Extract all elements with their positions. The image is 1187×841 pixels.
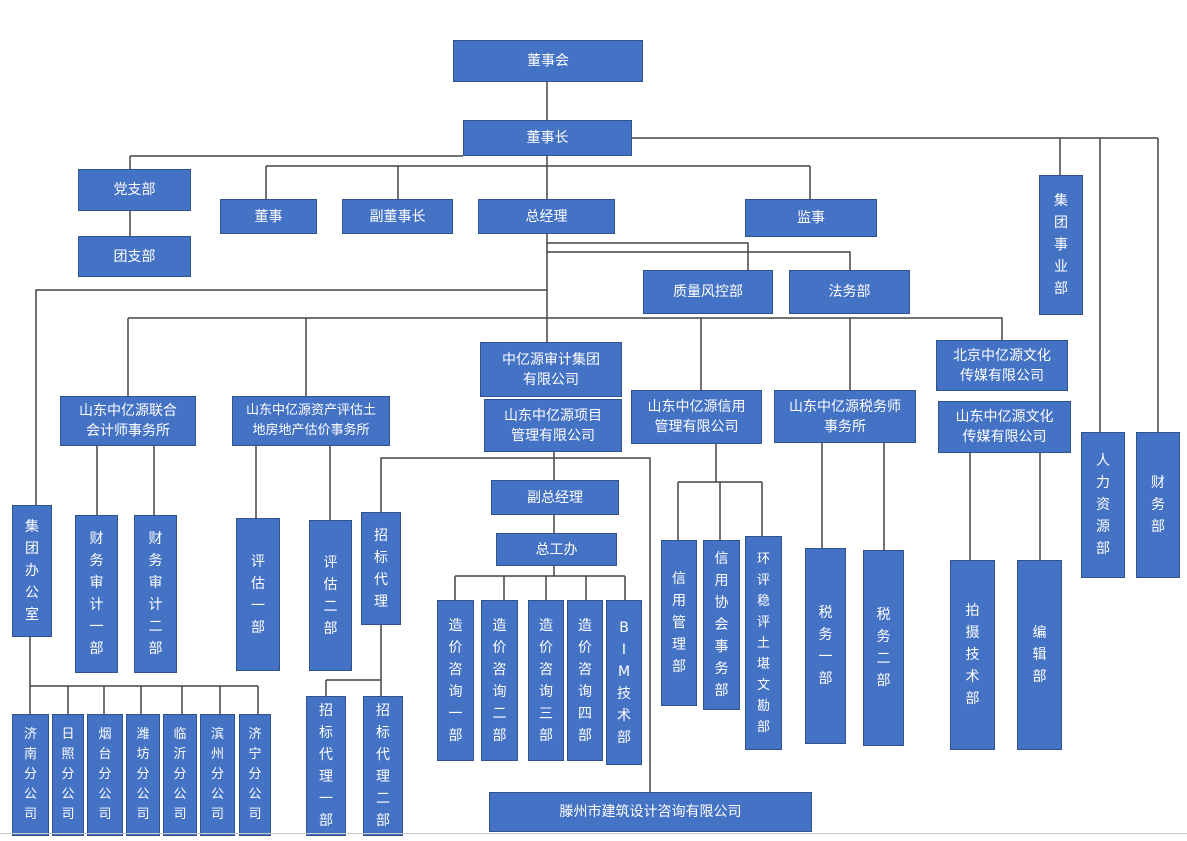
cost-consulting-2-node: 造 价 咨 询 二 部 bbox=[481, 600, 518, 761]
audit-dept-1-node: 财 务 审 计 一 部 bbox=[75, 515, 118, 673]
evaluation-dept-2-node: 评 估 二 部 bbox=[309, 520, 352, 671]
tengzhou-design-company-node: 滕州市建筑设计咨询有限公司 bbox=[489, 792, 812, 832]
group-business-dept-node: 集 团 事 业 部 bbox=[1039, 175, 1083, 315]
cost-consulting-3-node: 造 价 咨 询 三 部 bbox=[528, 600, 564, 761]
cost-consulting-1-node: 造 价 咨 询 一 部 bbox=[437, 600, 474, 761]
bidding-agency-1-node: 招 标 代 理 一 部 bbox=[306, 696, 346, 836]
editing-dept-node: 编 辑 部 bbox=[1017, 560, 1062, 750]
vice-gm-node: 副总经理 bbox=[491, 480, 619, 515]
shandong-media-node: 山东中亿源文化 传媒有限公司 bbox=[938, 401, 1071, 453]
audit-group-node: 中亿源审计集团 有限公司 bbox=[480, 342, 622, 397]
board-node: 董事会 bbox=[453, 40, 643, 82]
tax-firm-node: 山东中亿源税务师 事务所 bbox=[774, 390, 916, 443]
binzhou-branch-node: 滨 州 分 公 司 bbox=[200, 714, 235, 836]
yantai-branch-node: 烟 台 分 公 司 bbox=[87, 714, 123, 836]
director-node: 董事 bbox=[220, 199, 317, 234]
bidding-agency-2-node: 招 标 代 理 二 部 bbox=[363, 696, 403, 836]
league-branch-node: 团支部 bbox=[78, 236, 191, 277]
accounting-firm-node: 山东中亿源联合 会计师事务所 bbox=[60, 396, 196, 446]
party-branch-node: 党支部 bbox=[78, 169, 191, 211]
jinan-branch-node: 济 南 分 公 司 bbox=[12, 714, 49, 836]
cost-consulting-4-node: 造 价 咨 询 四 部 bbox=[567, 600, 603, 761]
beijing-media-node: 北京中亿源文化 传媒有限公司 bbox=[936, 340, 1068, 391]
bottom-divider bbox=[0, 833, 1187, 834]
project-mgmt-node: 山东中亿源项目 管理有限公司 bbox=[484, 399, 622, 452]
tax-dept-1-node: 税 务 一 部 bbox=[805, 548, 846, 744]
quality-risk-dept-node: 质量风控部 bbox=[643, 270, 773, 314]
vice-chairman-node: 副董事长 bbox=[342, 199, 453, 234]
chairman-node: 董事长 bbox=[463, 120, 632, 156]
hr-dept-node: 人 力 资 源 部 bbox=[1081, 432, 1125, 578]
appraisal-firm-node: 山东中亿源资产评估土 地房地产估价事务所 bbox=[232, 396, 390, 446]
group-office-node: 集 团 办 公 室 bbox=[12, 505, 52, 637]
env-assessment-dept-node: 环 评 稳 评 土 堪 文 勘 部 bbox=[745, 536, 782, 750]
rizhao-branch-node: 日 照 分 公 司 bbox=[52, 714, 84, 836]
audit-dept-2-node: 财 务 审 计 二 部 bbox=[134, 515, 177, 673]
evaluation-dept-1-node: 评 估 一 部 bbox=[236, 518, 280, 671]
legal-dept-node: 法务部 bbox=[789, 270, 910, 314]
credit-mgmt-company-node: 山东中亿源信用 管理有限公司 bbox=[631, 390, 762, 444]
general-manager-node: 总经理 bbox=[478, 199, 615, 234]
jining-branch-node: 济 宁 分 公 司 bbox=[239, 714, 271, 836]
bidding-agency-node: 招 标 代 理 bbox=[361, 512, 401, 625]
credit-association-dept-node: 信 用 协 会 事 务 部 bbox=[703, 540, 740, 710]
bim-tech-dept-node: B I M 技 术 部 bbox=[606, 600, 642, 765]
supervisor-node: 监事 bbox=[745, 199, 877, 237]
finance-dept-node: 财 务 部 bbox=[1136, 432, 1180, 578]
shooting-tech-dept-node: 拍 摄 技 术 部 bbox=[950, 560, 995, 750]
weifang-branch-node: 潍 坊 分 公 司 bbox=[126, 714, 160, 836]
chief-engineer-office-node: 总工办 bbox=[496, 533, 617, 566]
linyi-branch-node: 临 沂 分 公 司 bbox=[163, 714, 197, 836]
tax-dept-2-node: 税 务 二 部 bbox=[863, 550, 904, 746]
credit-management-dept-node: 信 用 管 理 部 bbox=[661, 540, 697, 706]
